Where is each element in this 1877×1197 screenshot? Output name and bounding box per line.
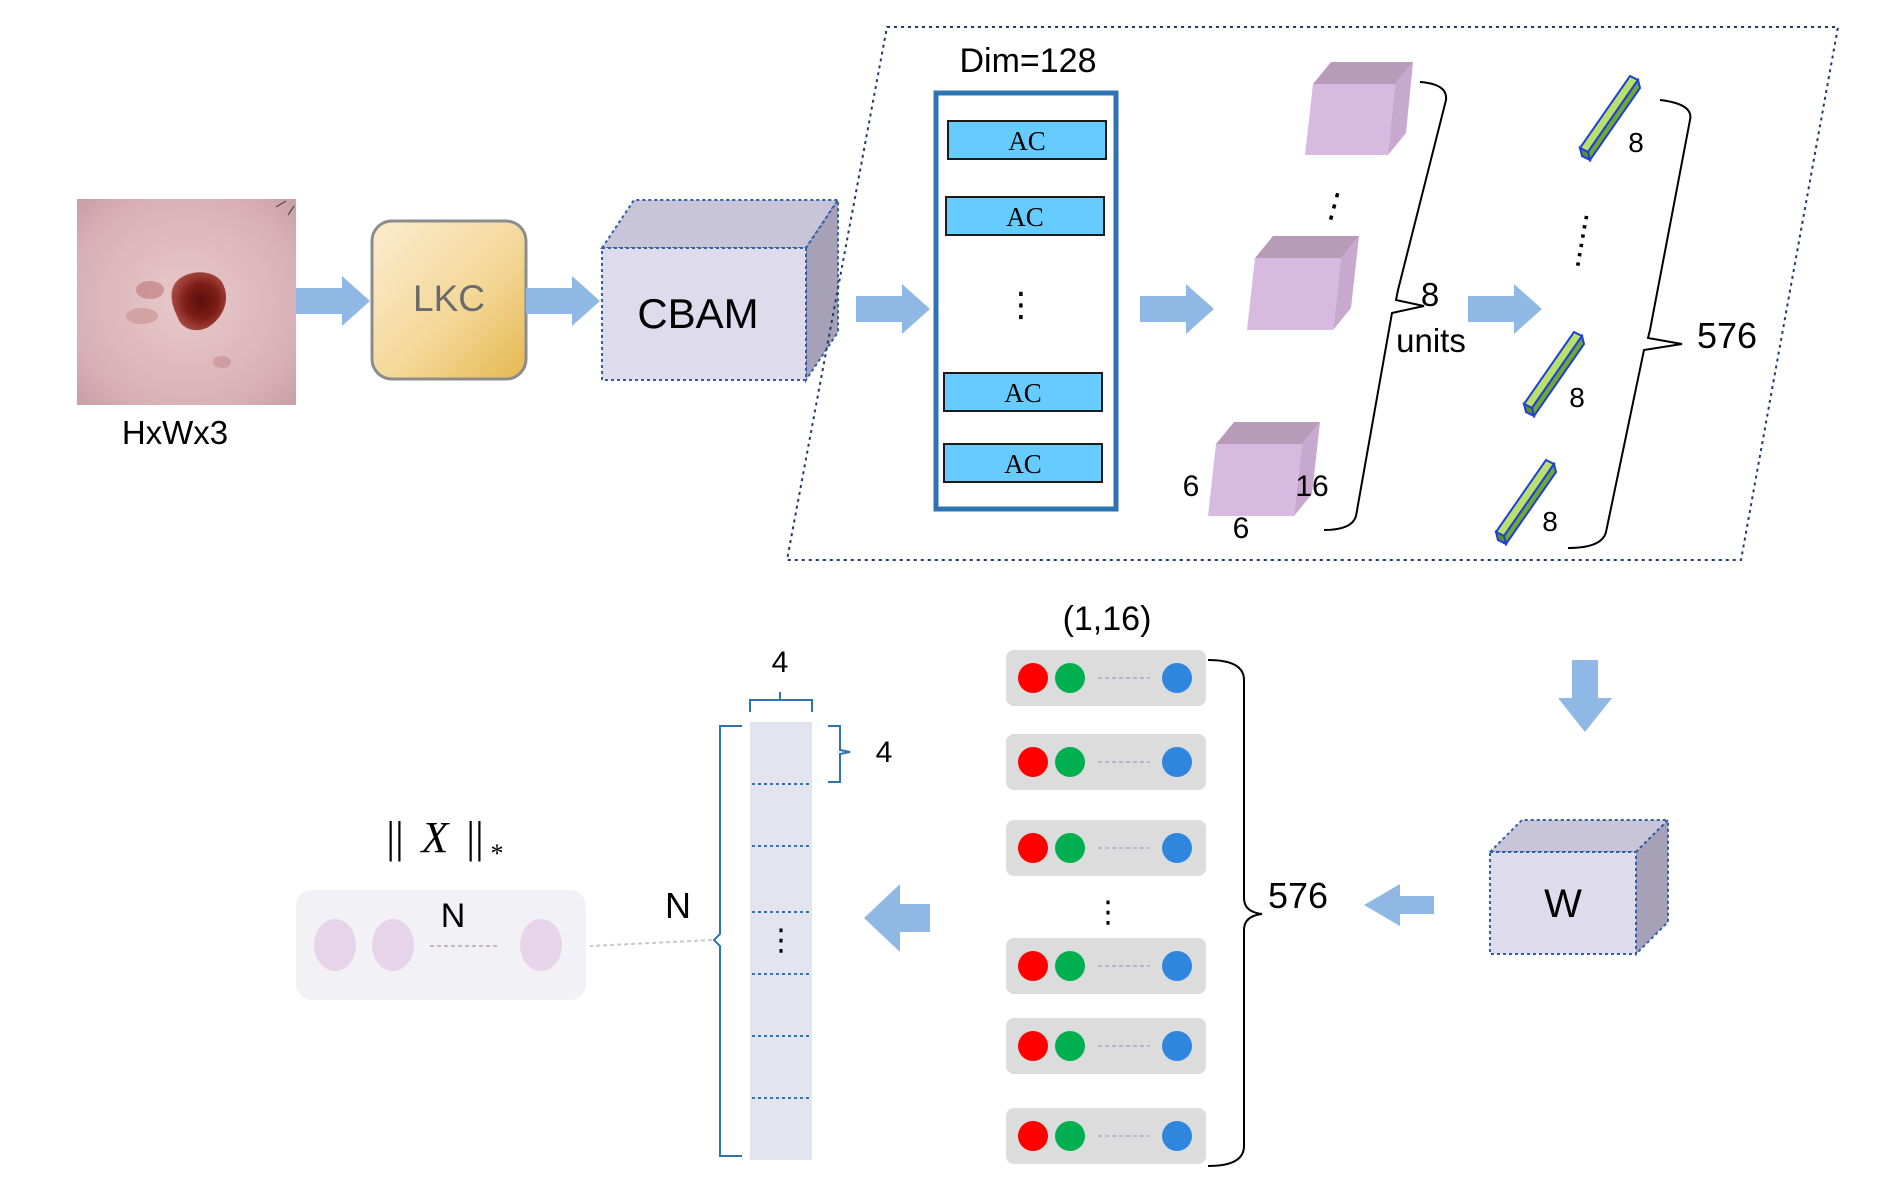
vector-dot-red bbox=[1018, 1121, 1048, 1151]
ac-stack-frame bbox=[933, 90, 1119, 512]
norm-bars-right: || bbox=[466, 813, 484, 862]
norm-subscript: * bbox=[491, 839, 504, 868]
ac-item-2: AC bbox=[945, 196, 1105, 236]
lkc-label: LKC bbox=[413, 278, 485, 319]
cube-ellipsis: ⋮ bbox=[1313, 183, 1356, 229]
rods-ellipsis: ...... bbox=[1549, 208, 1596, 270]
rods-brace-label: 576 bbox=[1697, 315, 1757, 356]
ac-item-1-label: AC bbox=[1008, 126, 1046, 156]
cubes-brace-number: 8 bbox=[1421, 276, 1439, 313]
green-rod-bottom bbox=[1494, 458, 1558, 547]
rod-top-label: 8 bbox=[1628, 127, 1644, 158]
vector-dot-blue bbox=[1162, 951, 1192, 981]
norm-x: X bbox=[420, 813, 451, 862]
column-dividers bbox=[752, 783, 810, 1099]
ac-ellipsis: ⋮ bbox=[1004, 286, 1038, 324]
vector-dot-red bbox=[1018, 833, 1048, 863]
arrow-w-to-vectors bbox=[1364, 884, 1434, 926]
vector-row bbox=[1006, 1108, 1206, 1164]
vector-dot-blue bbox=[1162, 747, 1192, 777]
vector-dot-blue bbox=[1162, 663, 1192, 693]
column-ellipsis: ⋮ bbox=[766, 924, 796, 957]
column-side-brace bbox=[828, 725, 851, 783]
vector-row bbox=[1006, 1018, 1206, 1074]
rod-bottom-label: 8 bbox=[1542, 506, 1558, 537]
arrow-lkc-to-cbam bbox=[526, 276, 600, 326]
column-block bbox=[750, 722, 812, 1160]
column-connector bbox=[589, 939, 713, 947]
vector-row bbox=[1006, 938, 1206, 994]
ac-stack-title: Dim=128 bbox=[959, 42, 1096, 80]
column-side-label: 4 bbox=[876, 736, 893, 769]
vector-list-brace-label: 576 bbox=[1268, 875, 1328, 916]
norm-inner-label: N bbox=[441, 897, 466, 935]
arrow-cubes-to-rods bbox=[1468, 284, 1542, 334]
vector-row bbox=[1006, 820, 1206, 876]
vector-dot-red bbox=[1018, 1031, 1048, 1061]
vector-dot-green bbox=[1055, 663, 1085, 693]
arrow-vectors-to-column bbox=[864, 884, 930, 952]
input-image bbox=[77, 199, 296, 405]
rod-mid-label: 8 bbox=[1569, 382, 1585, 413]
capsule-region-frame bbox=[785, 26, 1840, 561]
ac-item-2-label: AC bbox=[1006, 202, 1044, 232]
cube-dim-left: 6 bbox=[1183, 470, 1200, 503]
nuclear-norm-label: || X || * bbox=[386, 813, 503, 868]
input-size-label: HxWx3 bbox=[122, 414, 228, 451]
vector-dot-blue bbox=[1162, 1121, 1192, 1151]
column-top-label: 4 bbox=[772, 646, 789, 679]
rods-brace bbox=[1567, 99, 1692, 549]
arrow-input-to-lkc bbox=[296, 276, 370, 326]
cbam-box bbox=[600, 196, 840, 384]
column-left-label: N bbox=[665, 885, 691, 926]
w-label: W bbox=[1544, 882, 1582, 926]
arrow-down-to-w bbox=[1558, 660, 1612, 732]
cubes-brace-unit: units bbox=[1396, 322, 1466, 359]
green-rod-mid bbox=[1522, 330, 1586, 419]
norm-dot-2 bbox=[372, 919, 414, 971]
vector-list-brace bbox=[1207, 659, 1263, 1167]
ac-item-4: AC bbox=[943, 443, 1103, 483]
vector-list-title: (1,16) bbox=[1063, 600, 1152, 638]
vector-dot-green bbox=[1055, 1031, 1085, 1061]
vector-dot-red bbox=[1018, 747, 1048, 777]
vector-dot-green bbox=[1055, 747, 1085, 777]
vector-dot-red bbox=[1018, 951, 1048, 981]
arrow-cbam-to-capsule bbox=[856, 284, 930, 334]
vector-row bbox=[1006, 650, 1206, 706]
vector-row bbox=[1006, 734, 1206, 790]
column-top-brace bbox=[749, 692, 813, 712]
norm-dot-1 bbox=[314, 919, 356, 971]
vector-dot-green bbox=[1055, 951, 1085, 981]
ac-item-3: AC bbox=[943, 372, 1103, 412]
vector-dot-green bbox=[1055, 833, 1085, 863]
green-rod-top bbox=[1578, 74, 1642, 163]
vector-dot-blue bbox=[1162, 833, 1192, 863]
purple-cube-bottom bbox=[1208, 422, 1320, 516]
vector-dot-red bbox=[1018, 663, 1048, 693]
ac-item-1: AC bbox=[947, 120, 1107, 160]
column-left-brace bbox=[712, 725, 742, 1157]
vector-list-ellipsis: ⋮ bbox=[1093, 896, 1123, 929]
vector-dot-blue bbox=[1162, 1031, 1192, 1061]
vector-list bbox=[1006, 650, 1206, 1164]
vector-dot-green bbox=[1055, 1121, 1085, 1151]
ac-item-3-label: AC bbox=[1004, 378, 1042, 408]
cubes-brace bbox=[1323, 81, 1448, 531]
norm-dot-3 bbox=[520, 919, 562, 971]
arrow-ac-to-cubes bbox=[1140, 284, 1214, 334]
norm-bars-left: || bbox=[386, 813, 404, 862]
purple-cube-top bbox=[1305, 62, 1413, 155]
purple-cube-mid bbox=[1247, 236, 1359, 330]
cbam-label: CBAM bbox=[637, 290, 758, 337]
cube-dim-right: 16 bbox=[1295, 470, 1328, 503]
ac-item-4-label: AC bbox=[1004, 449, 1042, 479]
cube-dim-bottom: 6 bbox=[1233, 512, 1250, 545]
w-box bbox=[1487, 817, 1671, 957]
